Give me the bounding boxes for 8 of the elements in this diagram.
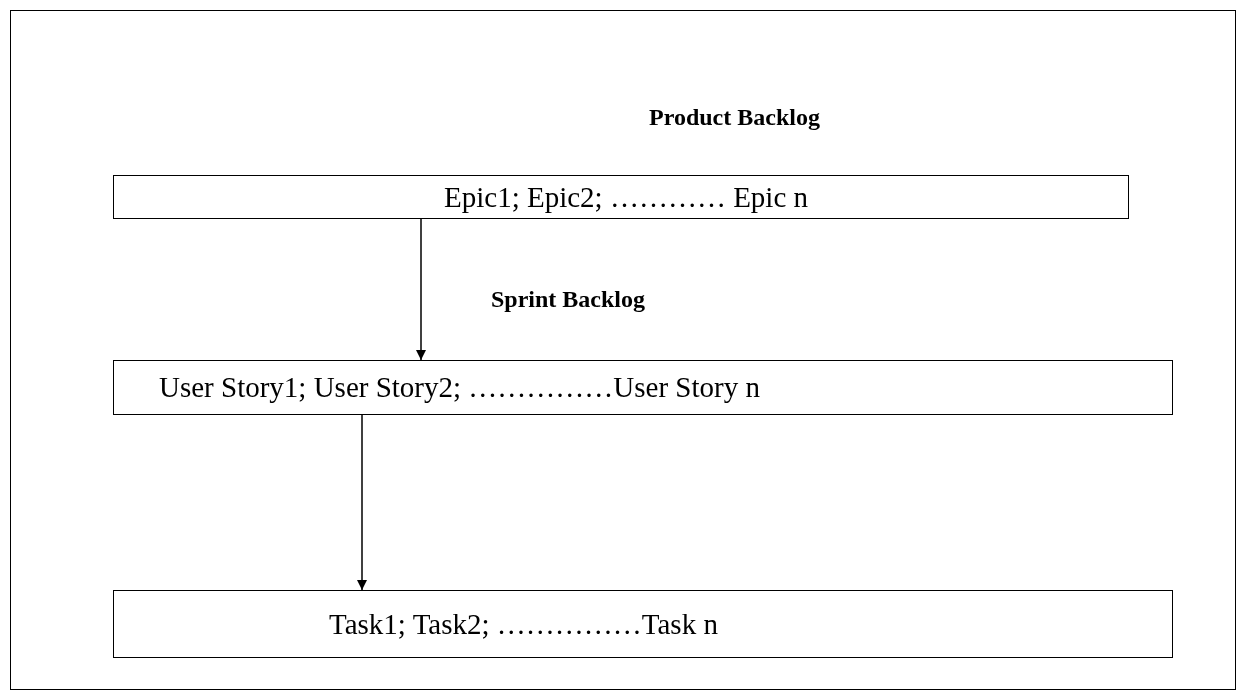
backlog-items: Task1; Task2; ……………Task n: [329, 606, 718, 642]
backlog-box: [113, 590, 1173, 658]
arrow: [416, 218, 426, 361]
arrow: [357, 414, 367, 591]
backlog-items: User Story1; User Story2; ……………User Story n: [159, 370, 760, 405]
backlog-heading: Product Backlog: [649, 104, 820, 131]
backlog-heading: Sprint Backlog: [491, 286, 646, 313]
backlog-items: Epic1; Epic2; ………… Epic n: [444, 179, 809, 215]
